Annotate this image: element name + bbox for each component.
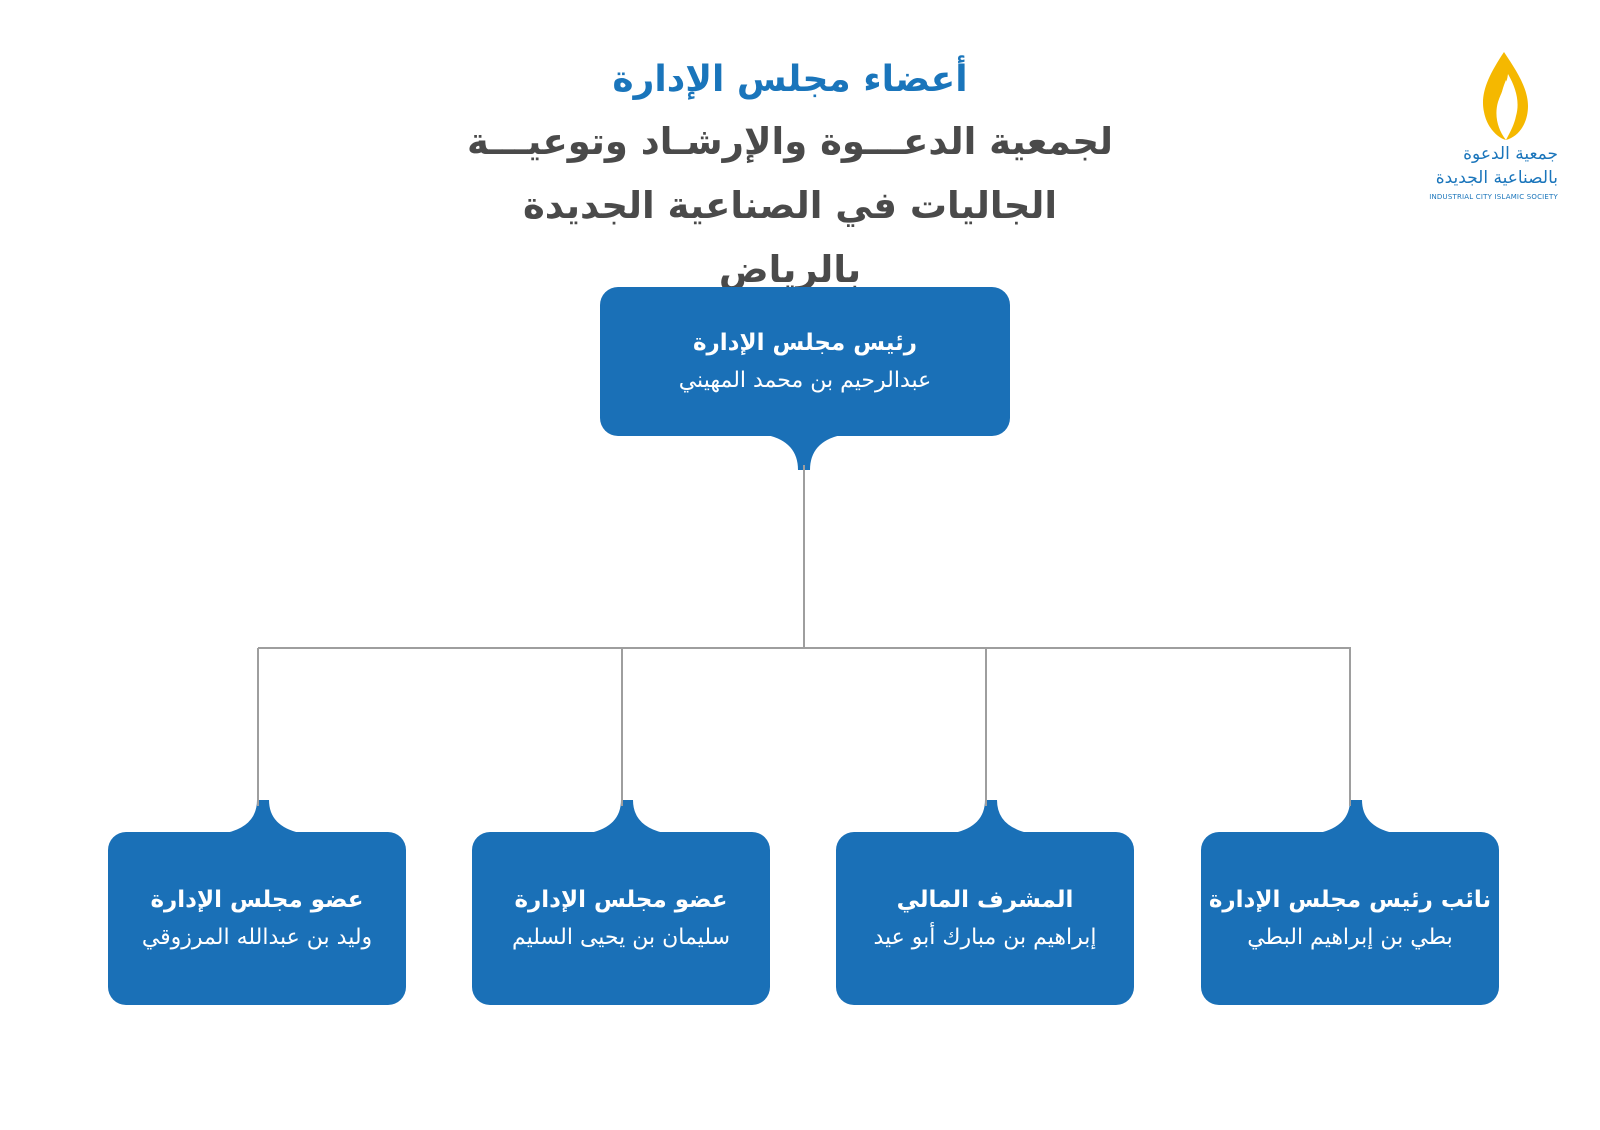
member-box-board-member: عضو مجلس الإدارة سليمان بن يحيى السليم — [472, 832, 770, 1005]
member-4-connector-notch — [226, 800, 300, 833]
member-role: نائب رئيس مجلس الإدارة — [1208, 886, 1492, 913]
member-box-vice-chairman: نائب رئيس مجلس الإدارة بطي بن إبراهيم ال… — [1201, 832, 1499, 1005]
subtitle-line-2: الجاليات في الصناعية الجديدة بالرياض — [522, 184, 1058, 291]
logo-text-line-1: جمعية الدعوة — [1463, 144, 1558, 164]
page-title: أعضاء مجلس الإدارة — [612, 59, 968, 100]
chairman-connector-notch — [767, 435, 841, 470]
page-subtitle: لجمعية الدعـــوة والإرشـاد وتوعيـــة الج… — [460, 110, 1120, 302]
flame-icon — [1482, 52, 1528, 140]
member-role: عضو مجلس الإدارة — [150, 886, 364, 913]
title-block: أعضاء مجلس الإدارة لجمعية الدعـــوة والإ… — [460, 50, 1120, 302]
member-3-connector-notch — [590, 800, 664, 833]
chairman-box: رئيس مجلس الإدارة عبدالرحيم بن محمد المه… — [600, 287, 1010, 436]
member-name: إبراهيم بن مبارك أبو عيد — [873, 924, 1097, 950]
logo-english-text: INDUSTRIAL CITY ISLAMIC SOCIETY — [1429, 193, 1558, 201]
member-name: سليمان بن يحيى السليم — [511, 924, 731, 950]
subtitle-line-1: لجمعية الدعـــوة والإرشـاد وتوعيـــة — [467, 120, 1113, 163]
society-logo: جمعية الدعوة بالصناعية الجديدة INDUSTRIA… — [1408, 50, 1558, 201]
chairman-name: عبدالرحيم بن محمد المهيني — [678, 367, 932, 393]
member-name: بطي بن إبراهيم البطي — [1247, 924, 1453, 950]
member-name: وليد بن عبدالله المرزوقي — [141, 924, 373, 950]
member-2-connector-notch — [954, 800, 1028, 833]
member-box-board-member: عضو مجلس الإدارة وليد بن عبدالله المرزوق… — [108, 832, 406, 1005]
member-role: عضو مجلس الإدارة — [514, 886, 728, 913]
member-1-connector-notch — [1319, 800, 1393, 833]
logo-text-line-2: بالصناعية الجديدة — [1435, 168, 1558, 188]
member-box-financial-supervisor: المشرف المالي إبراهيم بن مبارك أبو عيد — [836, 832, 1134, 1005]
chairman-role: رئيس مجلس الإدارة — [692, 329, 918, 356]
member-role: المشرف المالي — [896, 886, 1074, 913]
